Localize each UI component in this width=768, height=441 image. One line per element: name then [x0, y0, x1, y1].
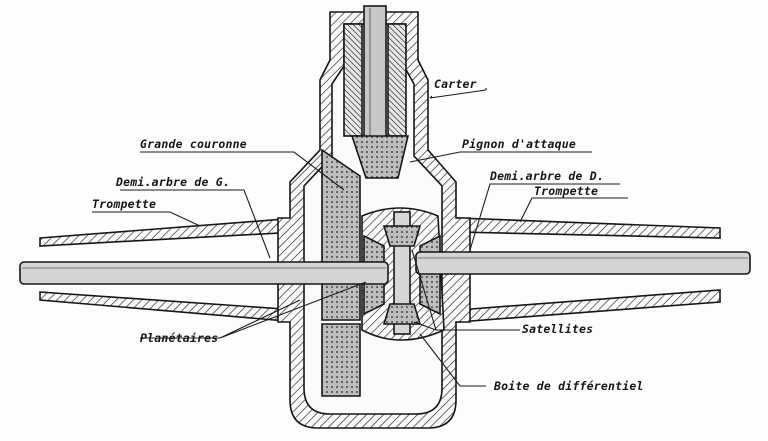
label-pignon-attaque: Pignon d'attaque	[462, 137, 576, 151]
label-planetaires: Planétaires	[140, 331, 218, 345]
label-trompette-right: Trompette	[534, 184, 598, 198]
leader-lines	[92, 88, 628, 387]
pinion-shaft	[343, 5, 407, 147]
label-trompette-left: Trompette	[92, 197, 156, 211]
label-boite-differentiel: Boite de différentiel	[493, 379, 644, 393]
label-demi-arbre-g: Demi.arbre de G.	[115, 175, 230, 189]
label-grande-couronne: Grande couronne	[140, 137, 247, 151]
label-carter: Carter	[434, 77, 477, 91]
satellite-gears	[382, 225, 422, 325]
label-demi-arbre-d: Demi.arbre de D.	[489, 169, 604, 183]
trompette-left-tube	[39, 217, 299, 323]
label-satellites: Satellites	[522, 322, 593, 336]
demi-arbre-right	[415, 251, 751, 275]
demi-arbre-left	[19, 261, 389, 285]
pignon-attaque-gear	[350, 135, 410, 179]
